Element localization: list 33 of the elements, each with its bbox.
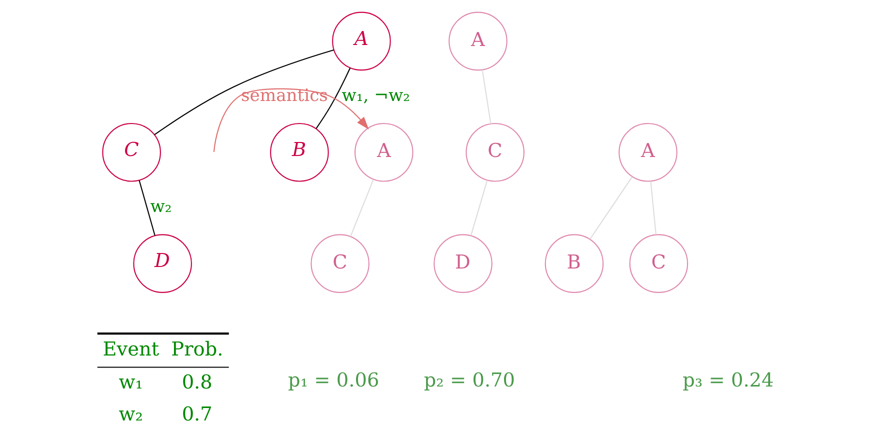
label: 0.8 (182, 370, 212, 394)
label: Prob. (171, 337, 224, 360)
node-circle: D (434, 234, 492, 293)
connector (650, 181, 657, 235)
node-circle: A (448, 12, 508, 71)
label: 0.7 (182, 402, 212, 426)
node-circle: D (133, 234, 192, 293)
node-circle: A (354, 122, 414, 182)
connector (482, 70, 492, 124)
edge-label: semantics (240, 86, 328, 106)
node-circle: C (466, 122, 524, 182)
node-circle: C (310, 234, 370, 293)
node-circle: B (544, 234, 604, 293)
connector (316, 68, 351, 129)
node-circle: C (102, 122, 161, 182)
node-circle: C (629, 234, 688, 293)
node-circle: B (270, 122, 329, 182)
label: p₃ = 0.24 (682, 368, 774, 392)
connector (138, 180, 156, 236)
arrow (213, 88, 369, 152)
connector (470, 180, 488, 236)
label: p₁ = 0.06 (288, 368, 380, 392)
label: p₂ = 0.70 (424, 368, 516, 392)
node-circle: A (332, 12, 391, 71)
edge-label: w₁, ¬w₂ (342, 86, 410, 106)
node-circle: A (618, 122, 678, 182)
label: w₁ (118, 370, 143, 394)
label: w₂ (118, 402, 143, 426)
edge-label: w₂ (150, 197, 172, 218)
connector (350, 179, 374, 237)
connector (154, 49, 334, 136)
label: Event (102, 337, 160, 360)
connector (590, 176, 633, 240)
